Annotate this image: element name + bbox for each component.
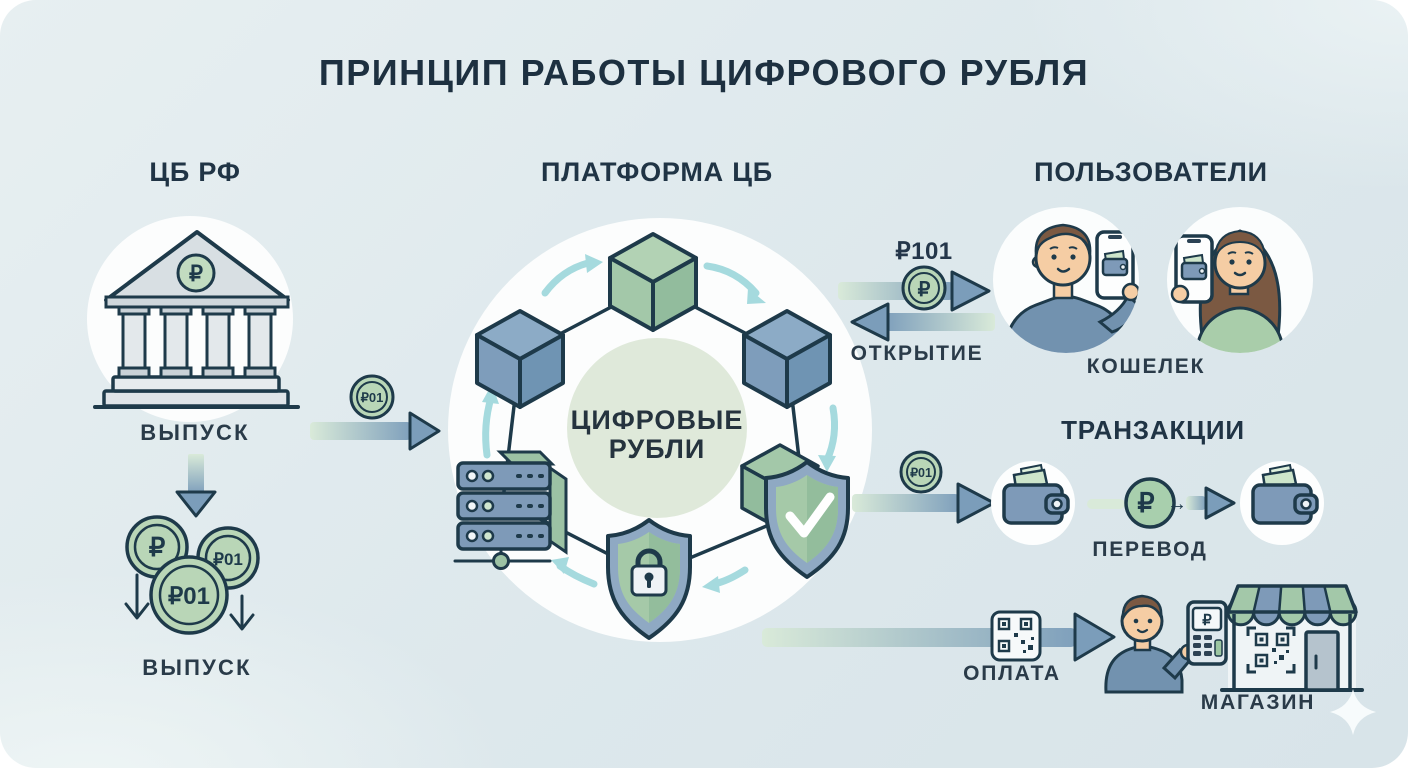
transfer-coin-icon: [1124, 477, 1176, 529]
digital-rubles-circle: [567, 338, 747, 518]
bank-illustration: ₽: [87, 216, 300, 422]
svg-text:₽: ₽: [1202, 612, 1212, 629]
cycle-arrows: [482, 254, 838, 593]
blockchain-cube-top: [608, 232, 698, 332]
svg-text:₽01: ₽01: [168, 583, 210, 610]
bank-columns: [117, 304, 277, 379]
buyer-illustration: [1104, 594, 1197, 694]
svg-text:₽: ₽: [189, 261, 203, 286]
payment-label: ОПЛАТА: [963, 662, 1061, 685]
bank-ruble-emblem: [176, 253, 216, 293]
store-qr-code: [1246, 626, 1296, 674]
section-heading-central-bank: ЦБ РФ: [149, 157, 241, 187]
arrow-from-users: [886, 313, 995, 331]
opening-flow: ₽: [838, 265, 995, 342]
issue-down-arrow: [175, 454, 217, 518]
digital-rubles-line2: РУБЛИ: [608, 434, 706, 464]
ruble-coin: ₽01: [149, 555, 229, 635]
wallet-label: КОШЕЛЕК: [1086, 355, 1206, 378]
issue-label-top: ВЫПУСК: [140, 420, 250, 445]
sparkle-icon: [1330, 689, 1376, 735]
svg-text:₽: ₽: [1137, 488, 1154, 518]
transfer-label: ПЕРЕВОД: [1092, 538, 1208, 561]
digital-rubles-line1: ЦИФРОВЫЕ: [570, 405, 744, 435]
digital-rubles-label: ЦИФРОВЫЕ РУБЛИ: [571, 406, 744, 464]
arrow-to-wallet: [852, 494, 959, 512]
woman-avatar: [1167, 207, 1313, 353]
check-mark: [785, 492, 835, 538]
man-avatar: [993, 207, 1139, 353]
transfer-arrow-icon: →: [1167, 493, 1187, 515]
svg-text:₽01: ₽01: [361, 390, 384, 405]
section-heading-transactions: ТРАНЗАКЦИИ: [1061, 415, 1245, 445]
svg-text:₽: ₽: [918, 279, 931, 301]
svg-text:₽01: ₽01: [910, 466, 932, 480]
section-heading-users: ПОЛЬЗОВАТЕЛИ: [1034, 157, 1268, 187]
store-door: [1304, 630, 1340, 692]
store-label: МАГАЗИН: [1200, 691, 1316, 714]
platform-illustration: [448, 218, 872, 642]
server-icon: [453, 450, 568, 570]
small-down-arrow: [229, 594, 255, 631]
check-shield-icon: [740, 443, 850, 579]
issued-coins: ₽ ₽01 ₽01: [124, 515, 260, 635]
small-down-arrow: [124, 573, 150, 620]
payment-flow: ₽: [762, 584, 1364, 694]
lock-shield-icon: [606, 518, 692, 640]
blockchain-cube-right: [742, 309, 832, 409]
flow-arrow-bank-to-platform: ₽01: [310, 374, 441, 451]
payment-terminal-icon: ₽: [1186, 600, 1228, 666]
blockchain-cube-left: [475, 309, 565, 409]
page-title: ПРИНЦИП РАБОТЫ ЦИФРОВОГО РУБЛЯ: [318, 52, 1090, 93]
opening-label: ОТКРЫТИЕ: [850, 342, 984, 365]
svg-text:₽: ₽: [149, 532, 166, 562]
svg-text:₽01: ₽01: [213, 550, 243, 569]
amount-label: ₽101: [895, 238, 953, 265]
store-icon: [1220, 584, 1364, 692]
transactions-flow: ₽01 ₽ →: [852, 450, 1324, 545]
issue-label-bottom: ВЫПУСК: [142, 655, 252, 680]
qr-code-icon: [990, 610, 1042, 662]
section-heading-platform: ПЛАТФОРМА ЦБ: [541, 157, 773, 187]
